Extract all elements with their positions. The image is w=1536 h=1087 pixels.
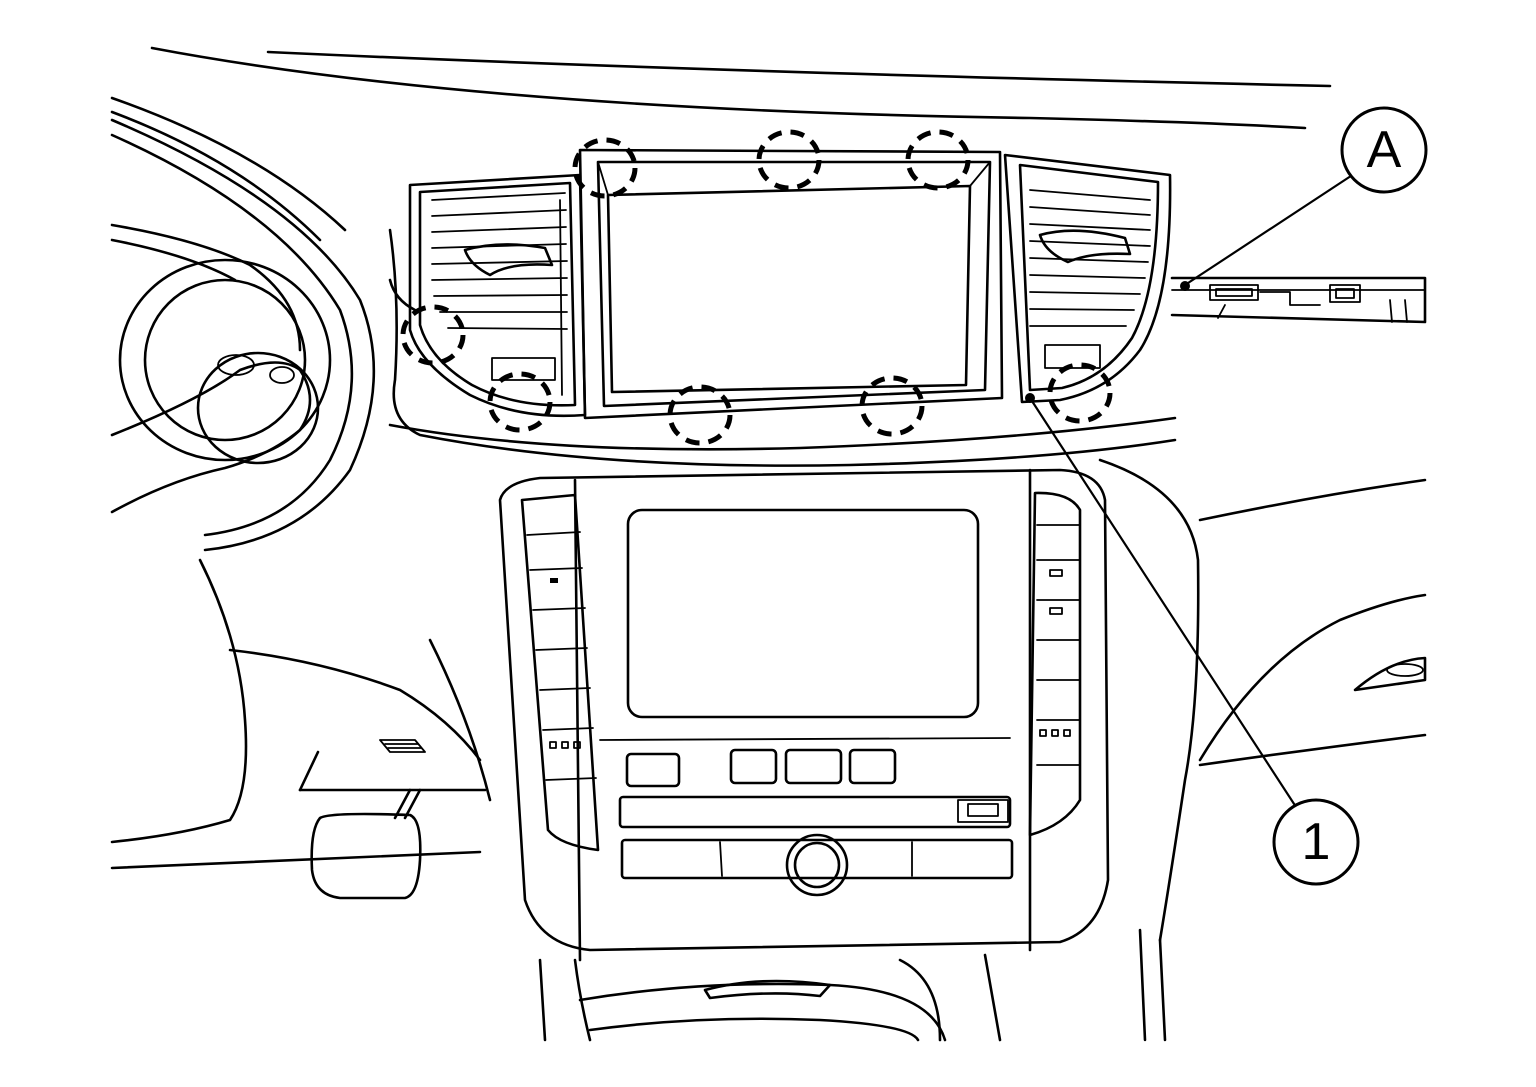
dash-trim-band [388, 228, 1177, 467]
clip-marker [905, 129, 971, 191]
lower-dash-right [1098, 458, 1427, 1042]
lower-console [538, 953, 1002, 1042]
clip-locations [400, 129, 1113, 446]
right-air-vent [1003, 153, 1172, 404]
windshield-lines [110, 46, 1332, 242]
callout-1: 1 [1025, 393, 1360, 886]
clip-marker [859, 375, 925, 437]
clip-marker [487, 371, 553, 433]
left-air-vent [408, 173, 587, 418]
lower-dash-left [110, 558, 492, 900]
steering-wheel [110, 118, 376, 552]
clip-marker [572, 137, 638, 199]
clip-marker [667, 384, 733, 446]
right-dash-panel [1170, 276, 1427, 324]
clip-marker [756, 129, 822, 191]
center-console [498, 468, 1110, 962]
callout-a: A [1180, 106, 1428, 291]
callout-a-label: A [1367, 121, 1402, 179]
callout-1-label: 1 [1302, 813, 1331, 871]
clip-marker [400, 304, 466, 366]
clip-marker [1047, 362, 1113, 424]
center-display-trim [578, 148, 1004, 420]
